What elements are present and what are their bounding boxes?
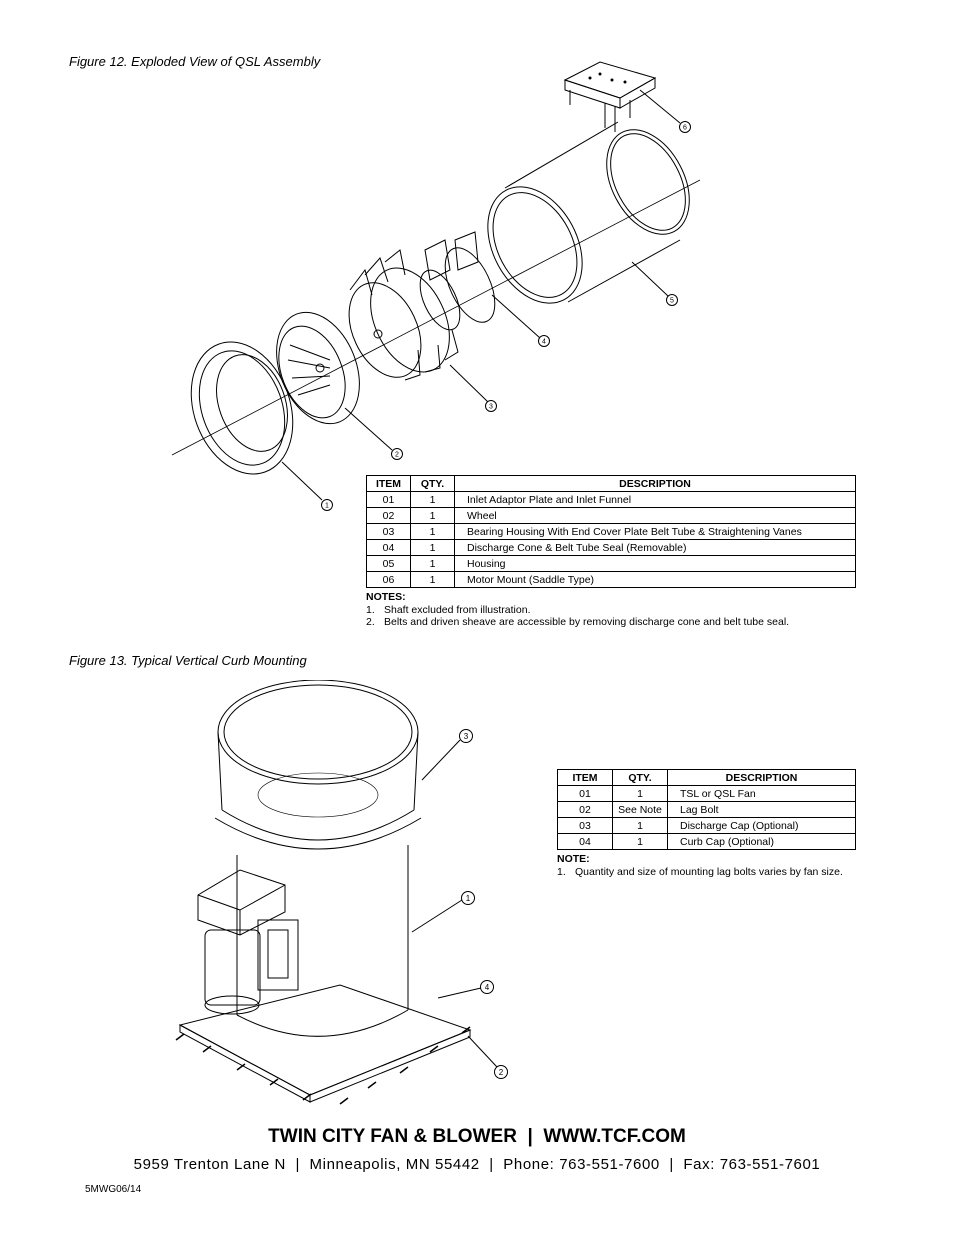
cell: Wheel bbox=[454, 507, 856, 524]
company-address: 5959 Trenton Lane N | Minneapolis, MN 55… bbox=[133, 1156, 821, 1173]
callout-6: 6 bbox=[683, 125, 687, 132]
cell: 04 bbox=[366, 539, 411, 556]
cell: Discharge Cap (Optional) bbox=[667, 817, 856, 834]
cell: 1 bbox=[410, 539, 455, 556]
cell: 06 bbox=[366, 571, 411, 588]
figure-12-notes: NOTES: 1. Shaft excluded from illustratio… bbox=[366, 591, 856, 629]
callout-2: 2 bbox=[395, 452, 399, 459]
inlet-plate-part bbox=[190, 341, 294, 475]
callout-3: 3 bbox=[489, 404, 493, 411]
figure-13-caption: Figure 13. Typical Vertical Curb Mountin… bbox=[69, 653, 307, 668]
col-item: ITEM bbox=[366, 475, 411, 492]
note-text: Belts and driven sheave are accessible b… bbox=[384, 616, 790, 628]
col-item: ITEM bbox=[557, 769, 613, 786]
cell: Inlet Adaptor Plate and Inlet Funnel bbox=[454, 491, 856, 508]
cell: 1 bbox=[410, 571, 455, 588]
note-number: 1. bbox=[557, 865, 566, 878]
note-item: 2. Belts and driven sheave are accessible… bbox=[366, 616, 856, 629]
notes-heading: NOTES: bbox=[366, 591, 406, 603]
col-description: DESCRIPTION bbox=[667, 769, 856, 786]
motor-mount-part bbox=[563, 61, 657, 132]
figure-13-notes: NOTE: 1. Quantity and size of mounting la… bbox=[557, 853, 856, 878]
note-number: 2. bbox=[366, 616, 375, 628]
cell: 03 bbox=[366, 523, 411, 540]
callout-3: 3 bbox=[464, 732, 469, 741]
cell: 1 bbox=[410, 523, 455, 540]
col-qty: QTY. bbox=[612, 769, 668, 786]
cell: 02 bbox=[366, 507, 411, 524]
callout-4: 4 bbox=[485, 983, 490, 992]
document-number: 5MWG06/14 bbox=[85, 1184, 142, 1195]
exploded-view-drawing: 6 5 4 3 2 1 bbox=[171, 61, 701, 511]
callout-4: 4 bbox=[542, 339, 546, 346]
cell: Motor Mount (Saddle Type) bbox=[454, 571, 856, 588]
curb-mounting-drawing: 3 1 4 2 bbox=[175, 680, 508, 1105]
cell: Housing bbox=[454, 555, 856, 572]
cell: Discharge Cone & Belt Tube Seal (Removab… bbox=[454, 539, 856, 556]
cell: 1 bbox=[410, 507, 455, 524]
cell: 1 bbox=[612, 833, 668, 850]
wheel-part bbox=[276, 311, 360, 425]
callout-1: 1 bbox=[466, 894, 471, 903]
note-text: Quantity and size of mounting lag bolts … bbox=[575, 865, 843, 878]
cell: 1 bbox=[612, 785, 668, 802]
cell: 01 bbox=[557, 785, 613, 802]
notes-heading: NOTE: bbox=[557, 853, 590, 865]
cell: Curb Cap (Optional) bbox=[667, 833, 856, 850]
note-item: 1. Shaft excluded from illustration. bbox=[366, 604, 856, 617]
company-name: TWIN CITY FAN & BLOWER | WWW.TCF.COM bbox=[268, 1126, 686, 1147]
cell: 1 bbox=[410, 491, 455, 508]
cell: 05 bbox=[366, 555, 411, 572]
note-number: 1. bbox=[366, 603, 375, 616]
cell: 1 bbox=[410, 555, 455, 572]
cell: 01 bbox=[366, 491, 411, 508]
note-text: Shaft excluded from illustration. bbox=[384, 603, 531, 616]
straightening-vanes-part bbox=[348, 249, 459, 381]
cell: Lag Bolt bbox=[667, 801, 856, 818]
cell: 02 bbox=[557, 801, 613, 818]
col-qty: QTY. bbox=[410, 475, 455, 492]
cell: TSL or QSL Fan bbox=[667, 785, 856, 802]
housing-part bbox=[487, 121, 690, 304]
callout-1: 1 bbox=[325, 503, 329, 510]
callout-5: 5 bbox=[670, 298, 674, 305]
callout-2: 2 bbox=[499, 1068, 504, 1077]
figure-12-caption: Figure 12. Exploded View of QSL Assembly bbox=[69, 54, 321, 69]
cell: 1 bbox=[612, 817, 668, 834]
cell: Bearing Housing With End Cover Plate Bel… bbox=[454, 523, 856, 540]
cell: 04 bbox=[557, 833, 613, 850]
col-description: DESCRIPTION bbox=[454, 475, 856, 492]
discharge-cone-part bbox=[419, 231, 496, 331]
cell: See Note bbox=[612, 801, 668, 818]
cell: 03 bbox=[557, 817, 613, 834]
note-item: 1. Quantity and size of mounting lag bolt… bbox=[557, 866, 856, 879]
